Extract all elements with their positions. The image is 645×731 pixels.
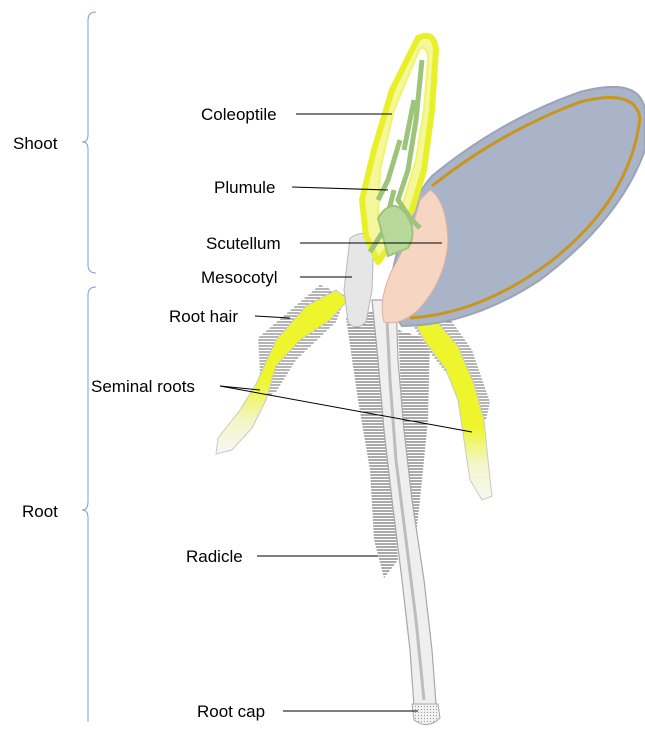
plumule-label: Plumule bbox=[214, 178, 275, 197]
coleoptile-label: Coleoptile bbox=[201, 105, 277, 124]
shoot-brace bbox=[82, 12, 96, 273]
shoot-group-label: Shoot bbox=[13, 134, 58, 153]
scutellum-label: Scutellum bbox=[206, 234, 281, 253]
mesocotyl-label: Mesocotyl bbox=[201, 268, 278, 287]
seminal-roots-label: Seminal roots bbox=[91, 377, 195, 396]
root-brace bbox=[82, 287, 96, 722]
radicle-label: Radicle bbox=[186, 547, 243, 566]
root-cap-shape bbox=[412, 704, 440, 725]
root-group-label: Root bbox=[22, 502, 58, 521]
root-cap-label: Root cap bbox=[197, 702, 265, 721]
root-hair-label: Root hair bbox=[169, 307, 238, 326]
